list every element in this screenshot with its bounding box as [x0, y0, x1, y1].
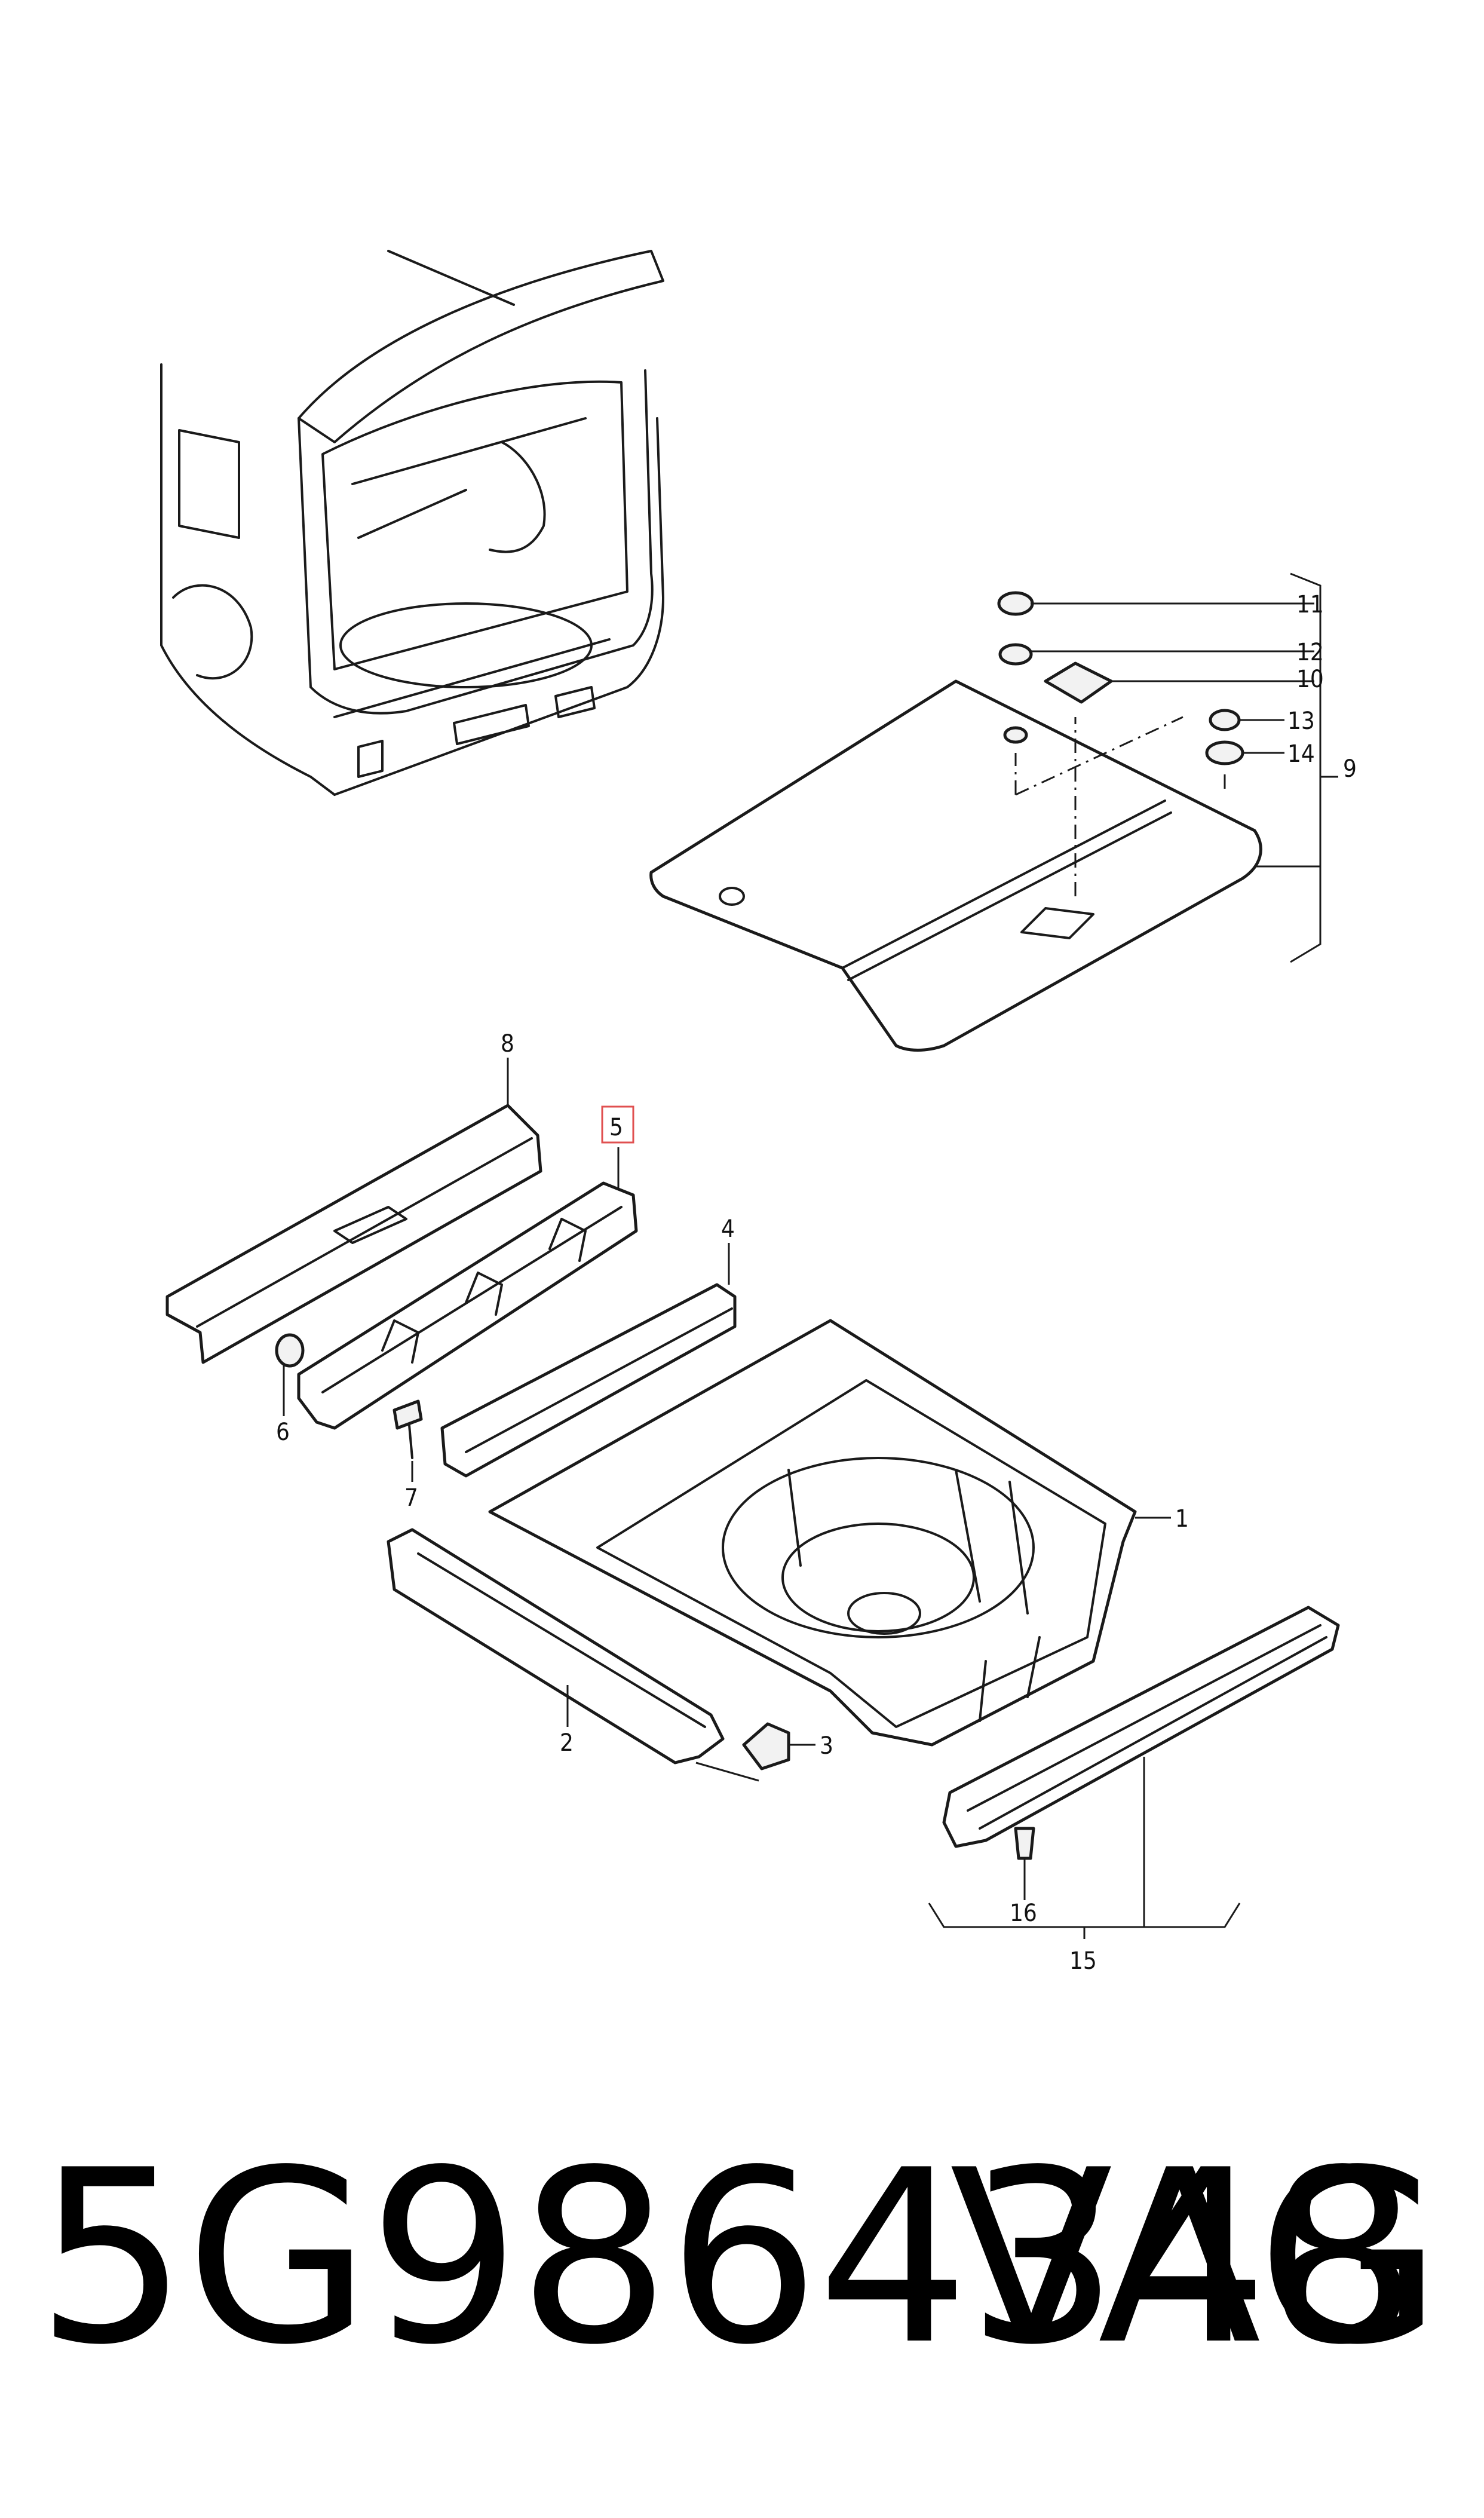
callout-15: 15: [1069, 1947, 1097, 1975]
callout-labels: 11 12 10 13 14 9 8 5 4 6 7 1 2 3 16 15: [276, 591, 1357, 1975]
fastener-6: [275, 1333, 305, 1368]
clip-underside: [1003, 726, 1028, 744]
handle-10: [1044, 661, 1113, 704]
callout-3: 3: [820, 1732, 833, 1760]
leader-lines: [283, 572, 1338, 1939]
callout-13: 13: [1287, 707, 1315, 735]
callout-10: 10: [1296, 666, 1324, 693]
part-3-clip: [742, 1722, 790, 1770]
brand-name: VAG: [949, 2119, 1442, 2397]
part-16-clip: [1014, 1827, 1035, 1860]
callout-9: 9: [1343, 755, 1357, 783]
cap-12: [998, 643, 1033, 666]
nut-14: [1205, 740, 1244, 765]
cap-11: [997, 591, 1034, 616]
callout-16: 16: [1010, 1900, 1037, 1927]
callout-2: 2: [560, 1729, 574, 1757]
fasteners-6-7: [275, 1333, 423, 1459]
part-1-floor-tub: [488, 1319, 1137, 1747]
cap-13: [1209, 709, 1241, 731]
parts-diagram: 11 12 10 13 14 9 8 5 4 6 7 1 2 3 16 15: [160, 250, 1357, 1975]
diagram-svg: 11 12 10 13 14 9 8 5 4 6 7 1 2 3 16 15: [160, 250, 1357, 1975]
callout-12: 12: [1296, 639, 1324, 666]
callout-6: 6: [276, 1419, 290, 1446]
callout-4: 4: [721, 1215, 735, 1243]
callout-7: 7: [404, 1484, 418, 1512]
callout-5: 5: [609, 1114, 623, 1141]
callout-14: 14: [1287, 740, 1315, 768]
callout-11: 11: [1296, 591, 1324, 618]
part-4-bar: [440, 1283, 737, 1478]
part-15-sill-panel: [942, 1606, 1340, 1848]
callout-5-highlight: [601, 1105, 634, 1144]
car-rear-illustration: [160, 250, 664, 796]
part-2-side-rail: [387, 1528, 725, 1765]
screw-7-head: [393, 1399, 423, 1430]
footer: 5G9864348 VAG: [0, 2127, 1484, 2462]
floor-cover-assembly: [649, 591, 1262, 1052]
callout-1: 1: [1175, 1505, 1189, 1533]
part-8-rail: [165, 1104, 542, 1364]
part-number: 5G9864348: [36, 2119, 1418, 2397]
callout-8: 8: [501, 1030, 514, 1058]
part-5-bracket: [297, 1181, 638, 1430]
